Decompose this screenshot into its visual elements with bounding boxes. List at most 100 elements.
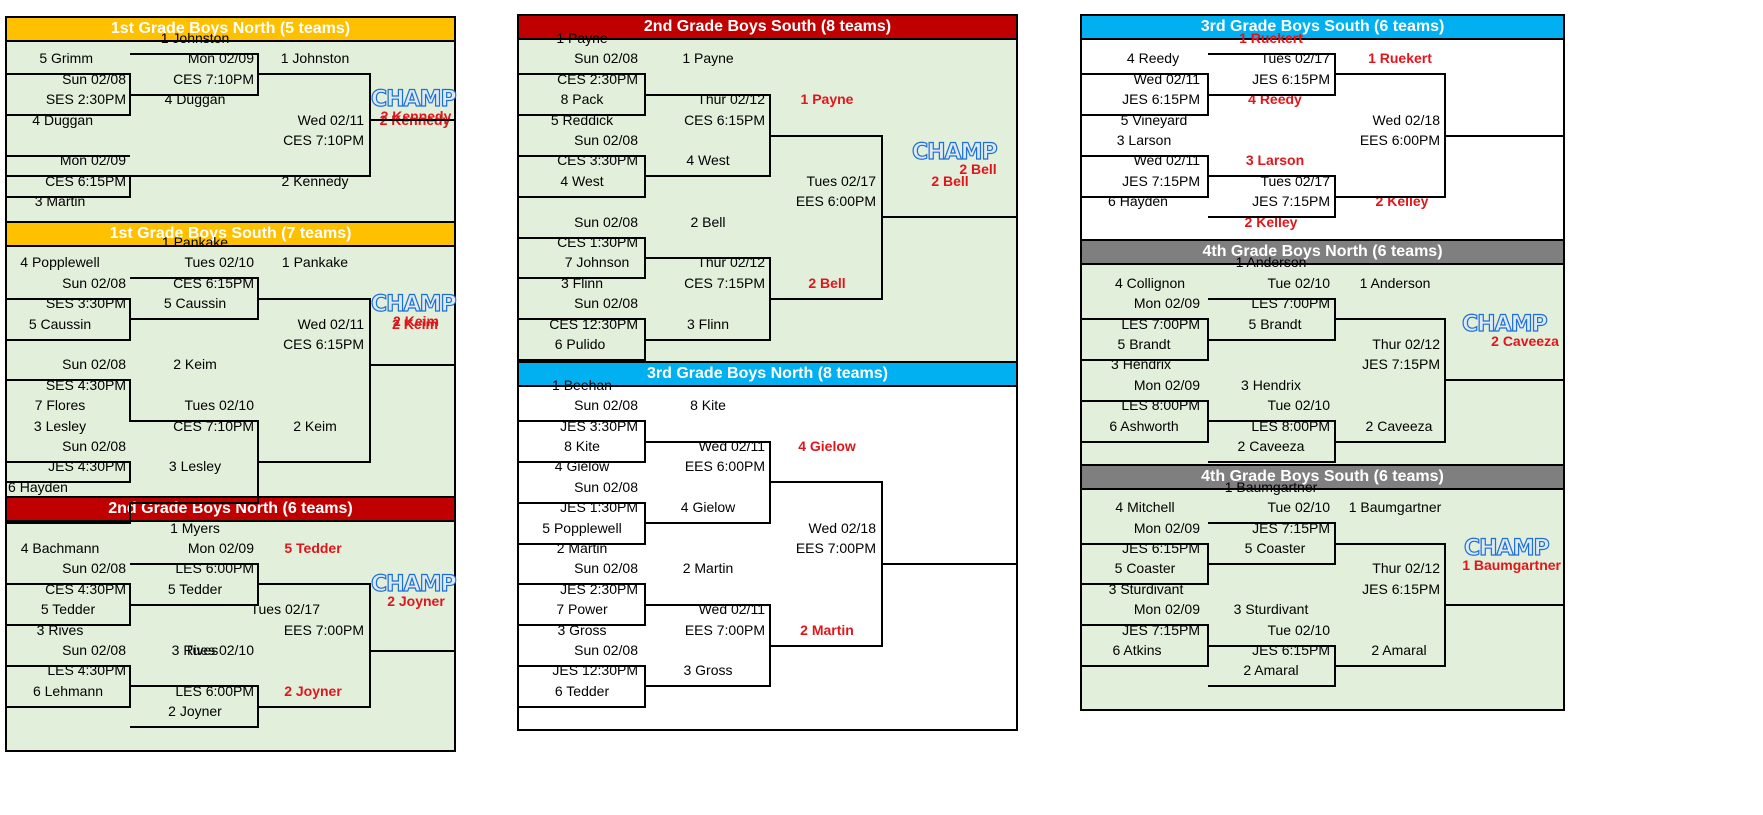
bracket-entry: 4 West (686, 152, 730, 168)
bracket-connector (130, 277, 259, 320)
champion-name: 2 Joyner (387, 593, 445, 609)
bracket-entry: Sun 02/08 (62, 642, 126, 658)
champ-logo: CHAMP (370, 571, 457, 597)
bracket-title: 3rd Grade Boys South (6 teams) (1080, 14, 1565, 40)
bracket-entry: 6 Tedder (554, 683, 610, 699)
bracket-entry: Wed 02/11 (297, 316, 364, 332)
bracket-connector (1080, 73, 1209, 116)
bracket-entry: Tue 02/10 (1267, 397, 1330, 413)
bracket-entry: 2 Joyner (284, 683, 342, 699)
bracket-connector (5, 298, 131, 341)
bracket-entry: Sun 02/08 (574, 214, 638, 230)
bracket-entry: Tues 02/17 (806, 173, 876, 189)
bracket-connector (130, 53, 259, 96)
bracket-entry: 4 Collignon (1114, 275, 1186, 291)
bracket-entry: Sun 02/08 (574, 295, 638, 311)
champ-logo: CHAMP (911, 139, 998, 165)
bracket-entry: 4 Gielow (680, 499, 736, 515)
bracket-entry: 4 Gielow (798, 438, 856, 454)
bracket-entry: Sun 02/08 (574, 560, 638, 576)
bracket-entry: 1 Payne (556, 30, 608, 46)
bracket-entry: Sun 02/08 (62, 560, 126, 576)
bracket-entry: 1 Johnston (160, 30, 230, 46)
bracket-entry: 4 Bachmann (20, 540, 100, 556)
bracket-connector (5, 73, 131, 116)
bracket-entry: 8 Pack (560, 91, 604, 107)
bracket-entry: 2 Keim (392, 316, 438, 332)
bracket-entry: 1 Baumgartner (1224, 479, 1318, 495)
bracket-entry: Tue 02/10 (1267, 499, 1330, 515)
bracket-connector (1335, 543, 1446, 667)
bracket-connector (1208, 53, 1336, 96)
bracket-connector (517, 155, 646, 198)
bracket-title: 4th Grade Boys South (6 teams) (1080, 464, 1565, 490)
bracket-connector (1080, 318, 1209, 361)
bracket-entry: 4 Popplewell (20, 254, 100, 270)
bracket-entry: Sun 02/08 (574, 479, 638, 495)
bracket-entry: CES 6:15PM (684, 112, 765, 128)
bracket-panel (1080, 488, 1565, 711)
bracket-entry: Tues 02/17 (250, 601, 320, 617)
bracket-entry: Sun 02/08 (62, 356, 126, 372)
bracket-entry: Mon 02/09 (1133, 520, 1200, 536)
bracket-entry: 1 Myers (170, 520, 220, 536)
bracket-entry: 3 Flinn (686, 316, 730, 332)
bracket-entry: 1 Johnston (280, 50, 350, 66)
bracket-entry: 6 Lehmann (32, 683, 104, 699)
bracket-connector (770, 481, 883, 647)
bracket-entry: 5 Grimm (39, 50, 93, 66)
bracket-entry: 1 Beehan (552, 377, 612, 393)
bracket-entry: 7 Johnson (564, 254, 630, 270)
bracket-entry: SES 2:30PM (45, 91, 126, 107)
bracket-entry: Tue 02/10 (1267, 622, 1330, 638)
bracket-entry: 5 Brandt (1248, 316, 1302, 332)
bracket-entry: 5 Tedder (167, 581, 223, 597)
bracket-entry: 3 Hendrix (1241, 377, 1301, 393)
bracket-entry: Sun 02/08 (574, 642, 638, 658)
bracket-connector (1080, 155, 1209, 198)
bracket-entry: JES 6:15PM (1362, 581, 1440, 597)
bracket-entry: 1 Payne (800, 91, 854, 107)
bracket-entry: 7 Flores (34, 397, 86, 413)
bracket-entry: 2 Amaral (1243, 662, 1299, 678)
bracket-entry: 5 Brandt (1117, 336, 1171, 352)
bracket-entry: 2 Martin (800, 622, 854, 638)
bracket-connector (517, 318, 646, 361)
bracket-title: 1st Grade Boys South (7 teams) (5, 221, 456, 247)
bracket-entry: JES 7:15PM (1252, 193, 1330, 209)
bracket-entry: 2 Joyner (168, 703, 222, 719)
bracket-entry: 5 Tedder (284, 540, 342, 556)
bracket-entry: CES 7:10PM (283, 132, 364, 148)
bracket-connector (517, 665, 646, 708)
bracket-connector (1208, 420, 1336, 463)
bracket-entry: 2 Keim (293, 418, 337, 434)
bracket-entry: 3 Larson (1116, 132, 1172, 148)
bracket-entry: 3 Gross (683, 662, 733, 678)
bracket-entry: 5 Coaster (1114, 560, 1176, 576)
bracket-connector (5, 379, 259, 524)
bracket-entry: EES 6:00PM (795, 193, 876, 209)
bracket-entry: Thur 02/12 (1372, 560, 1440, 576)
bracket-entry: Tue 02/10 (1267, 275, 1330, 291)
bracket-connector (645, 94, 771, 177)
bracket-entry: 2 Bell (808, 275, 846, 291)
bracket-entry: EES 6:00PM (1359, 132, 1440, 148)
bracket-entry: 2 Keim (173, 356, 217, 372)
bracket-entry: 2 Martin (682, 560, 734, 576)
bracket-title: 2nd Grade Boys South (8 teams) (517, 14, 1018, 40)
bracket-entry: 1 Pankake (281, 254, 349, 270)
bracket-entry: 6 Atkins (1112, 642, 1162, 658)
bracket-entry: JES 7:15PM (1122, 173, 1200, 189)
bracket-entry: 5 Coaster (1244, 540, 1306, 556)
bracket-connector (517, 237, 646, 279)
bracket-entry: EES 7:00PM (283, 622, 364, 638)
bracket-entry: 2 Bell (690, 214, 726, 230)
bracket-panel (5, 520, 456, 752)
bracket-connector (645, 257, 771, 341)
bracket-entry: JES 6:15PM (1252, 71, 1330, 87)
bracket-connector (517, 420, 646, 463)
bracket-entry: 3 Lesley (33, 418, 87, 434)
bracket-connector (1335, 73, 1446, 198)
bracket-entry: 4 West (560, 173, 604, 189)
bracket-entry: 4 Reedy (1126, 50, 1180, 66)
